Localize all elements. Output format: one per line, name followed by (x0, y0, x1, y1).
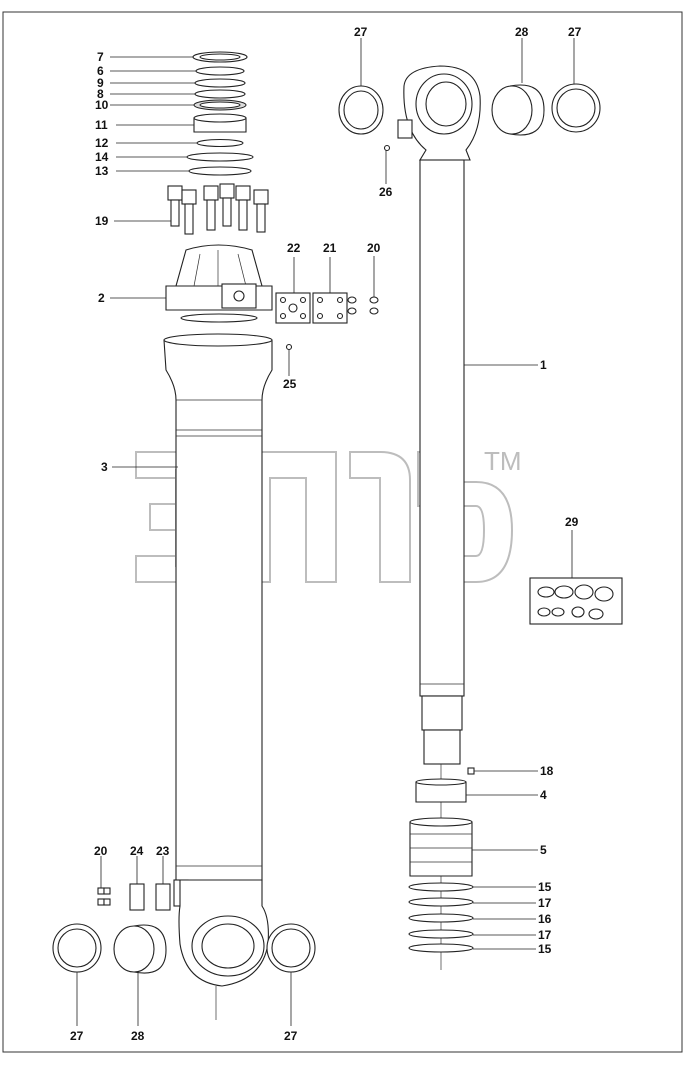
callout-4: 4 (540, 788, 547, 802)
callout-10: 10 (95, 98, 109, 112)
callout-15-upper: 15 (538, 880, 552, 894)
callout-6: 6 (97, 64, 104, 78)
seal-kit (529, 577, 623, 625)
callout-7: 7 (97, 50, 104, 64)
callout-25: 25 (283, 377, 297, 391)
callout-27-bottom-left: 27 (70, 1029, 84, 1043)
bushings-top (338, 83, 601, 136)
cylinder-barrel (163, 333, 273, 1020)
callout-27-top-right: 27 (568, 25, 582, 39)
plates-bottom (97, 883, 171, 911)
callout-17-lower: 17 (538, 928, 552, 942)
callout-5: 5 (540, 843, 547, 857)
callout-8: 8 (97, 87, 104, 101)
callout-13: 13 (95, 164, 109, 178)
callout-1: 1 (540, 358, 547, 372)
callout-23: 23 (156, 844, 170, 858)
piston-parts (408, 767, 475, 953)
callout-28-top: 28 (515, 25, 529, 39)
callout-20-bottom: 20 (94, 844, 108, 858)
callout-19: 19 (95, 214, 109, 228)
callout-18: 18 (540, 764, 554, 778)
callout-17-upper: 17 (538, 896, 552, 910)
bolt-set (167, 183, 269, 235)
callout-20-top: 20 (367, 241, 381, 255)
callout-15-lower: 15 (538, 942, 552, 956)
watermark-trademark: TM (484, 446, 522, 476)
callout-labels: 7 6 9 8 10 11 12 14 13 19 2 3 22 21 20 2… (70, 25, 582, 1043)
callout-24: 24 (130, 844, 144, 858)
cylinder-head (165, 244, 273, 323)
callout-27-bottom-right: 27 (284, 1029, 298, 1043)
callout-2: 2 (98, 291, 105, 305)
plates-top (275, 292, 379, 351)
callout-22: 22 (287, 241, 301, 255)
callout-12: 12 (95, 136, 109, 150)
callout-26: 26 (379, 185, 393, 199)
callout-29: 29 (565, 515, 579, 529)
callout-21: 21 (323, 241, 337, 255)
callout-3: 3 (101, 460, 108, 474)
bushings-bottom (52, 923, 316, 974)
callout-14: 14 (95, 150, 109, 164)
piston-rod (383, 65, 481, 970)
callout-27-top-left: 27 (354, 25, 368, 39)
seal-stack (186, 51, 254, 176)
callout-28-bottom: 28 (131, 1029, 145, 1043)
callout-16: 16 (538, 912, 552, 926)
callout-9: 9 (97, 76, 104, 90)
drawing-frame (2, 11, 683, 1053)
leader-lines (76, 38, 575, 1026)
callout-11: 11 (95, 118, 108, 132)
